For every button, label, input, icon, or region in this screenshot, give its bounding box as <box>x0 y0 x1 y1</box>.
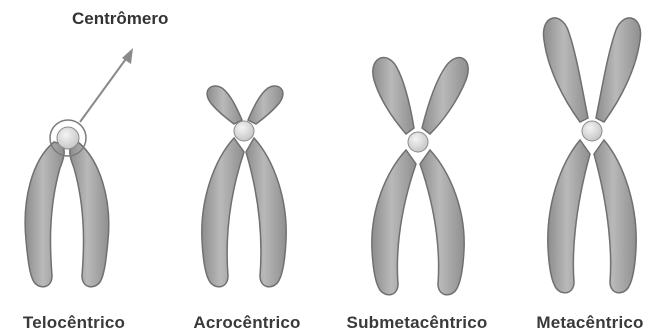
telocentric-centromere <box>57 127 79 149</box>
centromere-label: Centrômero <box>72 9 168 29</box>
metacentric-chromosome <box>543 18 640 293</box>
metacentric-arm-bottom-right <box>594 140 636 293</box>
submetacentric-long-arm-right <box>420 150 464 295</box>
submetacentric-long-arm-left <box>372 150 416 295</box>
metacentric-arm-top-left <box>543 18 588 122</box>
telocentric-chromosome <box>25 120 109 287</box>
metacentric-arm-bottom-left <box>548 140 590 293</box>
submetacentric-short-arm-right <box>422 58 468 134</box>
acrocentric-short-arm-right <box>248 86 283 124</box>
label-metacentric: Metacêntrico <box>536 313 643 333</box>
telocentric-arm-left <box>25 142 64 287</box>
label-submetacentric: Submetacêntrico <box>347 313 488 333</box>
acrocentric-chromosome <box>202 86 286 287</box>
submetacentric-short-arm-left <box>373 58 414 134</box>
metacentric-arm-top-right <box>596 18 641 122</box>
submetacentric-centromere <box>408 132 428 152</box>
telocentric-arm-right <box>70 142 109 287</box>
submetacentric-chromosome <box>372 58 468 295</box>
label-telocentric: Telocêntrico <box>23 313 125 333</box>
acrocentric-centromere <box>234 121 254 141</box>
centromere-pointer-arrow <box>80 48 133 122</box>
metacentric-centromere <box>582 121 602 141</box>
label-acrocentric: Acrocêntrico <box>193 313 300 333</box>
acrocentric-long-arm-right <box>246 138 286 287</box>
acrocentric-long-arm-left <box>202 138 244 287</box>
acrocentric-short-arm-left <box>207 86 242 124</box>
